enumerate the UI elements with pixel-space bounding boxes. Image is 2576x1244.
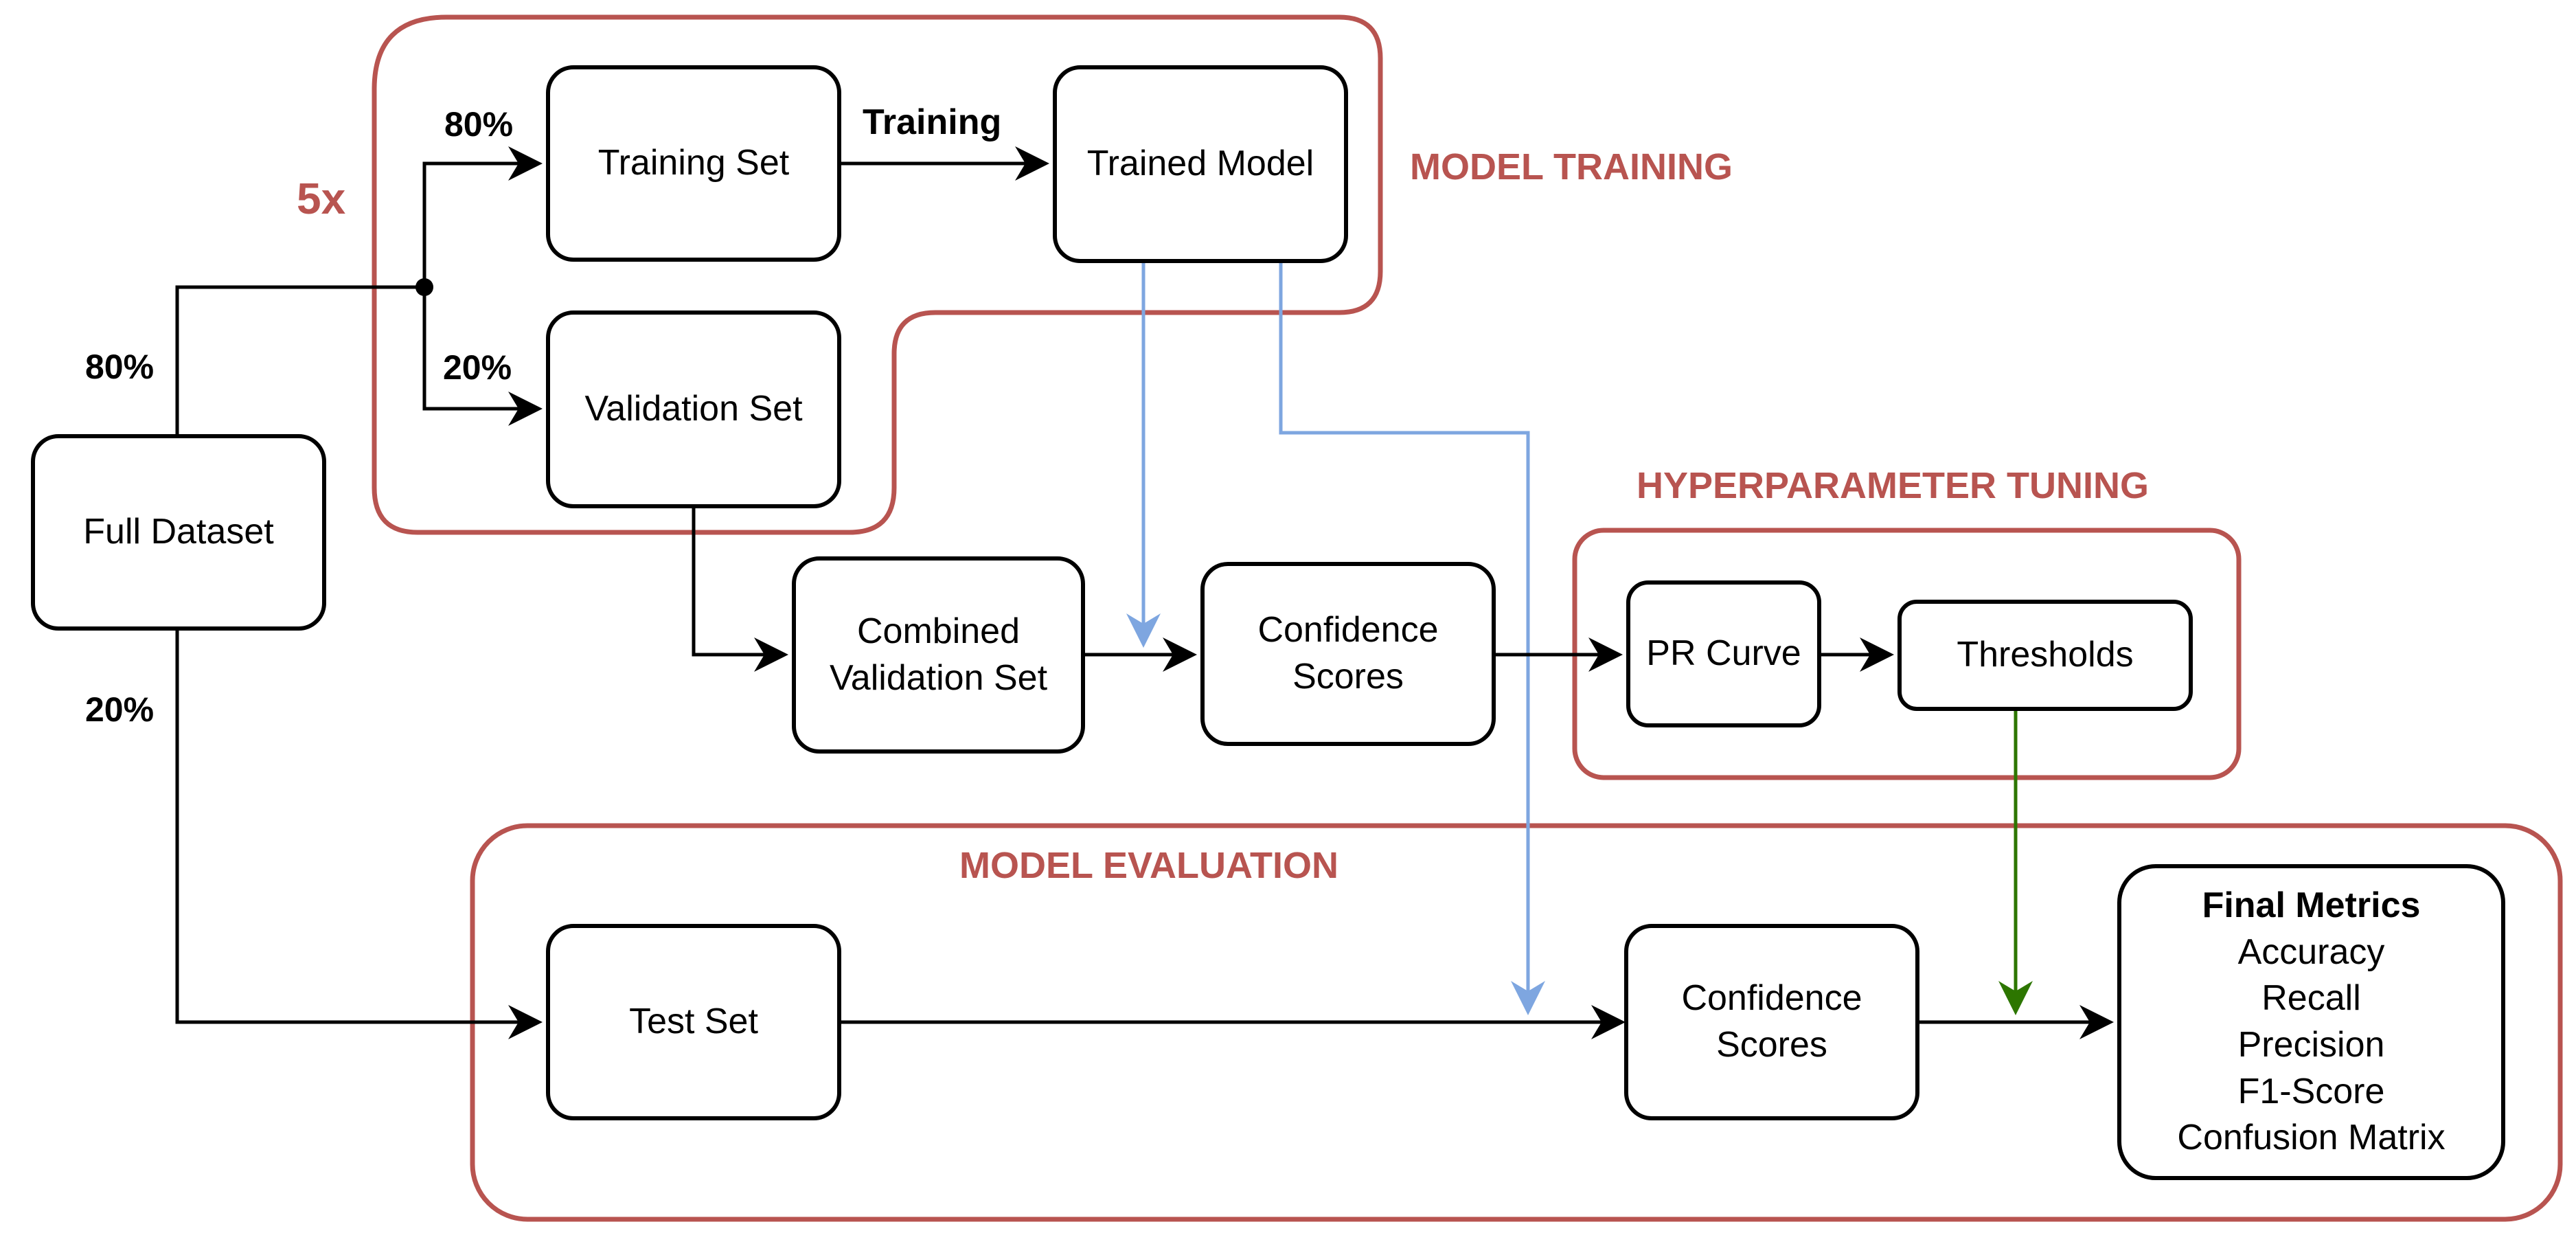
thresholds-label: Thresholds <box>1957 635 2134 675</box>
test-set-node: Test Set <box>546 924 841 1120</box>
to-validation-set-percent: 20% <box>443 348 512 387</box>
full-to-trainval-percent: 80% <box>85 348 155 386</box>
metric-precision: Precision <box>2237 1025 2385 1065</box>
training-set-label: Training Set <box>597 143 790 183</box>
combined-validation-set-line2: Validation Set <box>829 657 1048 698</box>
full-dataset-node: Full Dataset <box>31 434 326 631</box>
metric-confusion-matrix: Confusion Matrix <box>2177 1118 2446 1158</box>
model-training-group-outline <box>372 14 1383 535</box>
training-set-node: Training Set <box>546 65 841 262</box>
full-dataset-to-test-set-arrow <box>175 631 543 1039</box>
training-edge-label: Training <box>863 102 1002 142</box>
trained-model-label: Trained Model <box>1086 144 1314 184</box>
final-metrics-node: Final Metrics Accuracy Recall Precision … <box>2117 864 2505 1180</box>
pr-curve-label: PR Curve <box>1646 633 1801 674</box>
evaluation-confidence-scores-node: Confidence Scores <box>1624 924 1919 1120</box>
hyperparameter-tuning-label: HYPERPARAMETER TUNING <box>1637 465 2150 506</box>
metric-recall: Recall <box>2261 978 2361 1019</box>
full-dataset-to-split-line <box>175 285 424 434</box>
trained-model-node: Trained Model <box>1053 65 1348 263</box>
tuning-confidence-scores-node: Confidence Scores <box>1200 562 1496 746</box>
metric-f1-score: F1-Score <box>2237 1071 2385 1111</box>
combined-validation-set-line1: Combined <box>856 611 1021 651</box>
tuning-confidence-scores-line2: Scores <box>1292 657 1404 697</box>
thresholds-node: Thresholds <box>1897 600 2193 711</box>
final-metrics-title: Final Metrics <box>2202 885 2421 926</box>
tuning-confidence-scores-line1: Confidence <box>1257 610 1439 651</box>
pr-curve-node: PR Curve <box>1626 580 1821 727</box>
evaluation-confidence-scores-line2: Scores <box>1716 1025 1827 1065</box>
combined-validation-set-node: Combined Validation Set <box>792 556 1085 754</box>
split-to-validation-set-arrow <box>422 287 543 426</box>
full-to-test-percent: 20% <box>85 690 155 729</box>
split-to-training-set-arrow <box>422 146 543 287</box>
metric-accuracy: Accuracy <box>2237 931 2385 972</box>
test-set-label: Test Set <box>629 1002 758 1042</box>
validation-set-to-combined-arrow <box>692 508 788 672</box>
trained-model-to-eval-scores-blue-arrow <box>1279 263 1545 1015</box>
validation-set-node: Validation Set <box>546 310 841 508</box>
evaluation-confidence-scores-line1: Confidence <box>1681 978 1862 1019</box>
repeat-count-label: 5x <box>297 174 346 223</box>
model-training-label: MODEL TRAINING <box>1410 146 1733 188</box>
model-evaluation-label: MODEL EVALUATION <box>959 845 1338 886</box>
validation-set-label: Validation Set <box>584 389 803 429</box>
to-training-set-percent: 80% <box>444 105 514 144</box>
full-dataset-label: Full Dataset <box>83 512 274 552</box>
